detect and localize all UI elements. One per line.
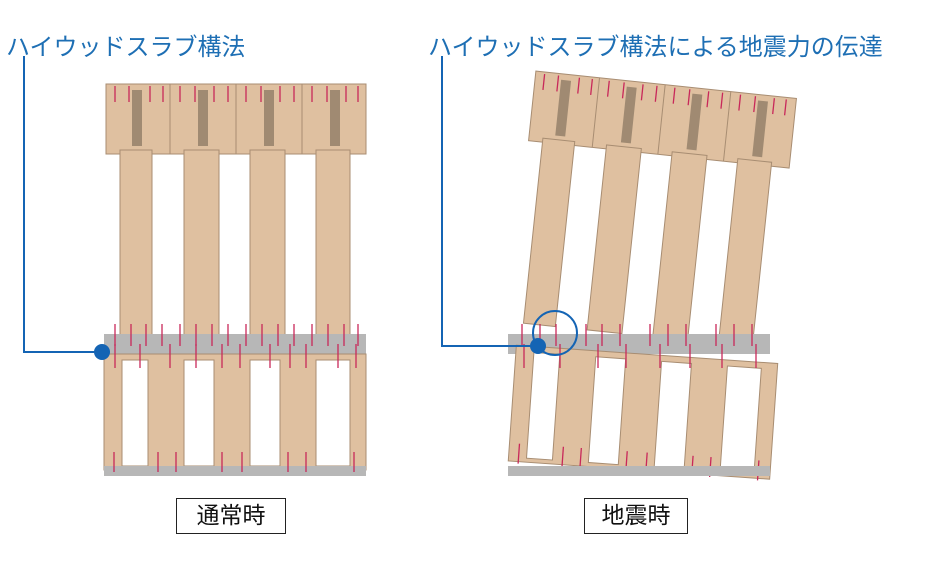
eq-slab-nails [521,324,757,368]
normal-lower-openings [121,359,351,467]
normal-callout-line [23,56,100,353]
normal-nails [113,86,359,472]
eq-lower-slab [508,466,770,476]
eq-lower-frame [507,344,779,481]
eq-callout-line [441,56,536,347]
normal-callout-dot [94,344,110,360]
normal-structure [23,56,367,476]
normal-slots [132,90,340,146]
eq-upper-frame [522,70,797,348]
normal-upper-columns [119,149,351,337]
earthquake-diagram-label: ハイウッドスラブ構法による地震力の伝達 [428,33,883,61]
normal-lower-slab [104,466,366,476]
normal-caption: 通常時 [176,498,286,534]
earthquake-structure [441,56,797,481]
normal-header-joints [169,84,303,154]
normal-floor-slab [104,334,366,354]
eq-highlight-circle [532,310,578,356]
earthquake-caption: 地震時 [584,498,688,534]
normal-diagram-label: ハイウッドスラブ構法 [6,33,246,61]
